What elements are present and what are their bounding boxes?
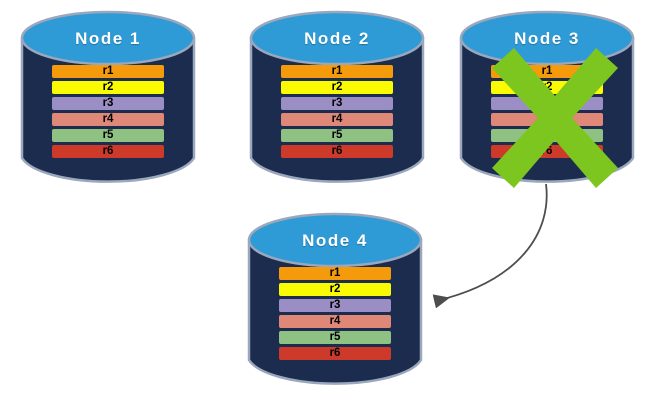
row-bar-r3[interactable]: r3 [281, 97, 393, 110]
row-bar-r2[interactable]: r2 [52, 81, 164, 94]
row-bar-r3[interactable]: r3 [279, 299, 391, 312]
node-3-rows: r1 r2 r3 r4 r5 r6 [491, 65, 603, 158]
node-1[interactable]: Node 1 r1 r2 r3 r4 r5 r6 [20, 10, 196, 186]
node-4-rows: r1 r2 r3 r4 r5 r6 [279, 267, 391, 360]
row-bar-r6[interactable]: r6 [491, 145, 603, 158]
row-bar-r2[interactable]: r2 [279, 283, 391, 296]
row-bar-r5[interactable]: r5 [52, 129, 164, 142]
row-bar-r4[interactable]: r4 [491, 113, 603, 126]
replication-arrow [432, 183, 548, 309]
row-bar-r4[interactable]: r4 [281, 113, 393, 126]
row-bar-r1[interactable]: r1 [491, 65, 603, 78]
row-bar-r6[interactable]: r6 [52, 145, 164, 158]
row-bar-r3[interactable]: r3 [52, 97, 164, 110]
node-4[interactable]: Node 4 r1 r2 r3 r4 r5 r6 [247, 212, 423, 388]
row-bar-r5[interactable]: r5 [491, 129, 603, 142]
row-bar-r2[interactable]: r2 [281, 81, 393, 94]
node-1-rows: r1 r2 r3 r4 r5 r6 [52, 65, 164, 158]
row-bar-r4[interactable]: r4 [279, 315, 391, 328]
node-3[interactable]: Node 3 r1 r2 r3 r4 r5 r6 [459, 10, 635, 188]
row-bar-r5[interactable]: r5 [279, 331, 391, 344]
row-bar-r4[interactable]: r4 [52, 113, 164, 126]
row-bar-r3[interactable]: r3 [491, 97, 603, 110]
row-bar-r6[interactable]: r6 [281, 145, 393, 158]
row-bar-r1[interactable]: r1 [281, 65, 393, 78]
node-2[interactable]: Node 2 r1 r2 r3 r4 r5 r6 [249, 10, 425, 186]
row-bar-r1[interactable]: r1 [279, 267, 391, 280]
row-bar-r2[interactable]: r2 [491, 81, 603, 94]
row-bar-r6[interactable]: r6 [279, 347, 391, 360]
row-bar-r5[interactable]: r5 [281, 129, 393, 142]
node-2-rows: r1 r2 r3 r4 r5 r6 [281, 65, 393, 158]
row-bar-r1[interactable]: r1 [52, 65, 164, 78]
